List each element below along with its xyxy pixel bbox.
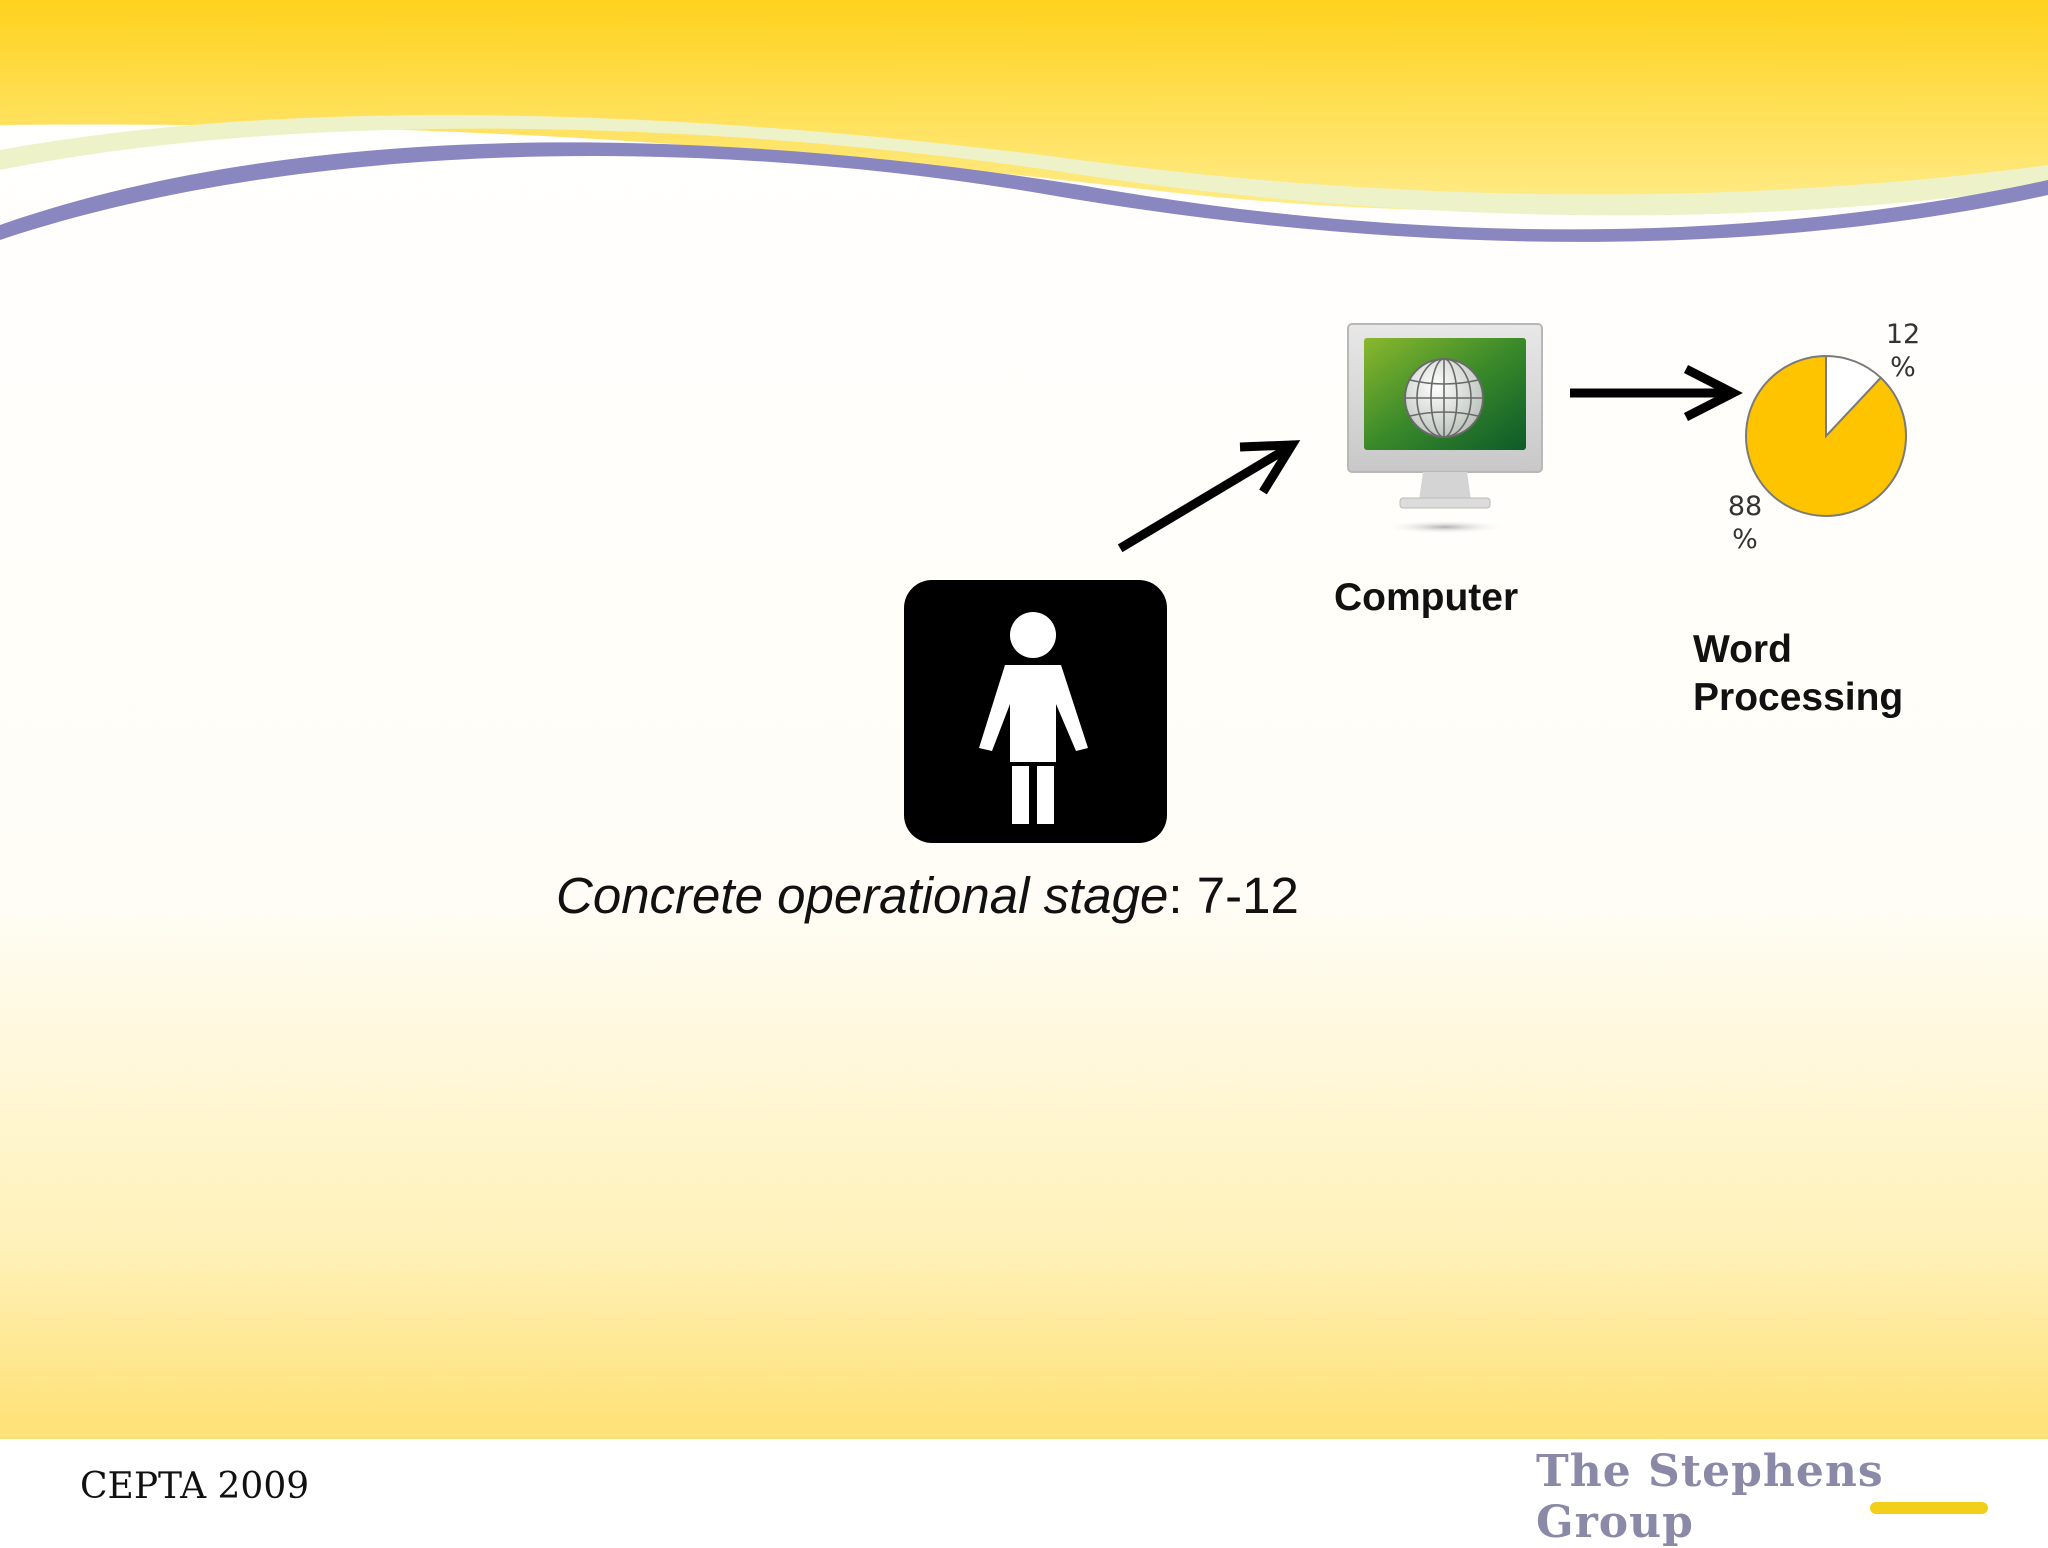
stage-name: Concrete operational stage <box>556 867 1169 924</box>
pie-slice-12 <box>1825 354 1883 439</box>
pie-label-12-unit: % <box>1890 352 1916 383</box>
word-processing-line1: Word <box>1693 628 1792 671</box>
pie-chart <box>1745 354 1907 517</box>
pie-label-12-num: 12 <box>1885 319 1921 350</box>
word-processing-label: Word Processing <box>1693 626 1903 722</box>
computer-monitor-icon <box>1345 322 1545 542</box>
footer-bar <box>0 1436 2048 1539</box>
footer-event: CEPTA 2009 <box>80 1466 310 1507</box>
stage-caption: Concrete operational stage: 7-12 <box>556 866 1299 925</box>
pie-label-12: 12 % <box>1878 318 1928 384</box>
brand-logo: The Stephens Group <box>1536 1446 1884 1548</box>
arrow-to-computer <box>1117 440 1301 553</box>
arrow-to-pie <box>1570 364 1743 422</box>
globe-icon <box>1402 356 1486 440</box>
person-pictogram-icon <box>904 580 1167 843</box>
header-wave <box>0 0 2048 242</box>
pie-label-88-unit: % <box>1732 524 1758 555</box>
computer-label: Computer <box>1334 576 1519 619</box>
pie-label-88-num: 88 <box>1727 491 1763 522</box>
pie-label-88: 88 % <box>1720 490 1770 556</box>
stage-age-range: : 7-12 <box>1168 867 1299 924</box>
word-processing-line2: Processing <box>1693 676 1904 719</box>
brand-underline <box>1870 1502 1988 1514</box>
